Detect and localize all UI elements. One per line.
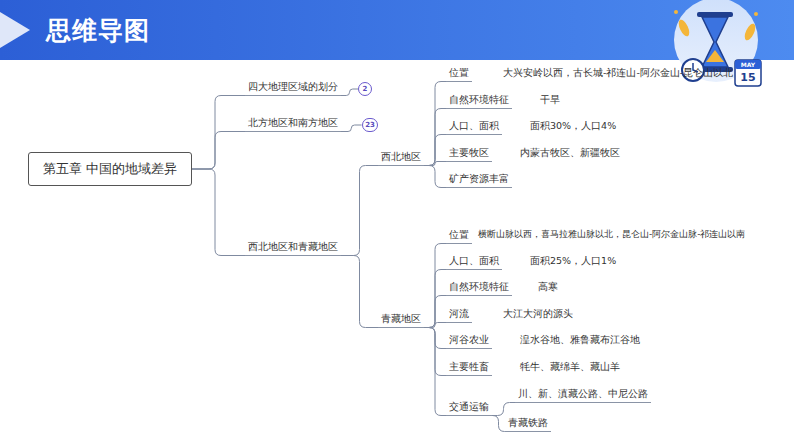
topic-node: 位置横断山脉以西，喜马拉雅山脉以北，昆仑山-阿尔金山脉-祁连山以南 xyxy=(446,228,746,244)
topic-text: 青藏铁路 xyxy=(505,416,551,432)
topic-text: 2 xyxy=(363,85,368,93)
branch-line xyxy=(424,244,446,328)
topic-node: 人口、面积 面积30%，人口4% xyxy=(446,119,616,135)
topic-node: 主要牲畜 牦牛、藏绵羊、藏山羊 xyxy=(446,360,620,376)
leaf-decoration xyxy=(674,10,758,42)
detail-text: 面积30%，人口4% xyxy=(530,119,616,135)
topic-text: 河流 xyxy=(446,307,472,323)
topic-text: 川、新、滇藏公路、中尼公路 xyxy=(515,387,651,403)
detail-text: 大兴安岭以西，古长城-祁连山-阿尔金山-昆仑山以北 xyxy=(503,66,733,82)
topic-text: 人口、面积 xyxy=(446,119,502,135)
page-title: 思维导图 xyxy=(46,15,150,47)
topic-node: 西北地区和青藏地区 xyxy=(245,240,341,256)
branch-line xyxy=(424,323,446,328)
topic-node: 自然环境特征 干旱 xyxy=(446,93,560,109)
detail-text: 高寒 xyxy=(538,280,558,296)
branch-line xyxy=(192,169,245,256)
count-badge: 23 xyxy=(362,118,379,132)
topic-text: 自然环境特征 xyxy=(446,280,512,296)
topic-node: 川、新、滇藏公路、中尼公路 xyxy=(515,387,651,403)
branch-line xyxy=(192,132,245,170)
branch-line xyxy=(424,328,446,416)
branch-line xyxy=(341,89,358,96)
branch-line xyxy=(424,135,446,166)
branch-line xyxy=(424,82,446,166)
detail-text: 大江大河的源头 xyxy=(503,307,573,323)
detail-text: 内蒙古牧区、新疆牧区 xyxy=(520,146,620,162)
branch-line xyxy=(492,416,505,432)
topic-text: 西北地区和青藏地区 xyxy=(245,240,341,256)
topic-node: 青藏铁路 xyxy=(505,416,551,432)
topic-node: 人口、面积 面积25%，人口1% xyxy=(446,254,616,270)
topic-text: 四大地理区域的划分 xyxy=(245,80,341,96)
topic-text: 青藏地区 xyxy=(378,312,424,328)
topic-node: 河谷农业 湟水谷地、雅鲁藏布江谷地 xyxy=(446,333,640,349)
topic-text: 23 xyxy=(365,121,375,129)
branch-line xyxy=(424,166,446,188)
count-badge: 2 xyxy=(358,82,372,96)
topic-text: 主要牧区 xyxy=(446,146,492,162)
detail-text: 湟水谷地、雅鲁藏布江谷地 xyxy=(520,333,640,349)
topic-node: 主要牧区 内蒙古牧区、新疆牧区 xyxy=(446,146,620,162)
topic-text: 北方地区和南方地区 xyxy=(245,116,341,132)
detail-text: 面积25%，人口1% xyxy=(530,254,616,270)
branch-line xyxy=(192,96,245,170)
topic-node: 西北地区 xyxy=(378,150,424,166)
topic-text: 交通运输 xyxy=(446,400,492,416)
calendar-icon xyxy=(735,60,761,86)
topic-text: 矿产资源丰富 xyxy=(446,172,512,188)
calendar-label: MAY xyxy=(735,60,761,69)
header-chevron xyxy=(0,12,30,48)
topic-text: 西北地区 xyxy=(378,150,424,166)
topic-node: 青藏地区 xyxy=(378,312,424,328)
topic-node: 交通运输 xyxy=(446,400,492,416)
branch-line xyxy=(424,296,446,328)
root-box: 第五章 中国的地域差异 xyxy=(28,152,192,186)
topic-node: 北方地区和南方地区 xyxy=(245,116,341,132)
topic-text: 人口、面积 xyxy=(446,254,502,270)
detail-text: 牦牛、藏绵羊、藏山羊 xyxy=(520,360,620,376)
branch-line xyxy=(424,270,446,328)
header-bar xyxy=(0,0,794,60)
branch-line xyxy=(341,256,378,328)
topic-text: 第五章 中国的地域差异 xyxy=(43,161,177,177)
topic-node: 四大地理区域的划分 xyxy=(245,80,341,96)
topic-node: 自然环境特征 高寒 xyxy=(446,280,558,296)
topic-node: 河流 大江大河的源头 xyxy=(446,307,573,323)
calendar-label: 15 xyxy=(735,70,761,85)
branch-line xyxy=(492,403,515,416)
branch-line xyxy=(424,162,446,166)
branch-line xyxy=(341,125,362,132)
branch-line xyxy=(341,166,378,256)
topic-text: 主要牲畜 xyxy=(446,360,492,376)
detail-text: 横断山脉以西，喜马拉雅山脉以北，昆仑山-阿尔金山脉-祁连山以南 xyxy=(478,228,746,244)
topic-text: 自然环境特征 xyxy=(446,93,512,109)
topic-node: 位置 大兴安岭以西，古长城-祁连山-阿尔金山-昆仑山以北 xyxy=(446,66,733,82)
topic-text: 位置 xyxy=(446,66,472,82)
branch-line xyxy=(424,109,446,166)
detail-text: 干旱 xyxy=(540,93,560,109)
topic-node: 矿产资源丰富 xyxy=(446,172,512,188)
topic-text: 河谷农业 xyxy=(446,333,492,349)
topic-text: 位置 xyxy=(446,228,472,244)
